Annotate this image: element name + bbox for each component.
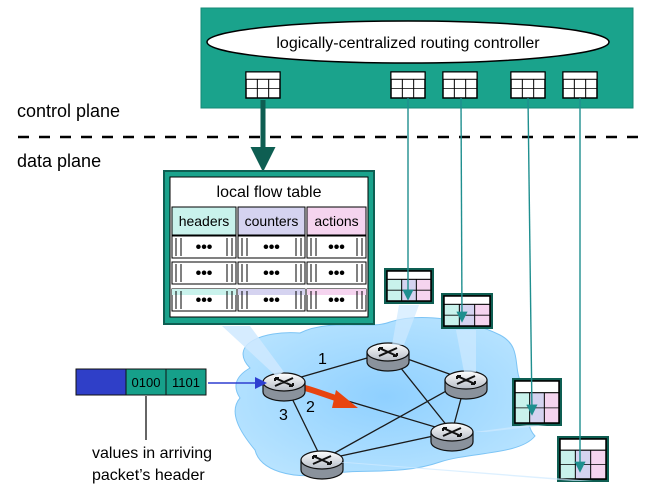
router-icon bbox=[444, 370, 488, 400]
controller-label: logically-centralized routing controller bbox=[276, 35, 540, 52]
router-icon bbox=[300, 450, 344, 480]
svg-text:•••: ••• bbox=[328, 265, 345, 282]
flow-table-cell: ••• bbox=[171, 261, 237, 285]
table-icon bbox=[514, 380, 560, 424]
packet-caption-line-1: values in arriving bbox=[92, 445, 212, 462]
arriving-packet: 0100 1101 bbox=[75, 368, 207, 396]
flow-table-cell: ••• bbox=[237, 235, 306, 259]
switch-flow-table-2 bbox=[441, 293, 493, 329]
switch-flow-table-3 bbox=[512, 378, 562, 426]
port-label-2: 2 bbox=[306, 399, 315, 416]
packet-header-block bbox=[75, 368, 127, 396]
controller-table-icon-4 bbox=[510, 71, 546, 99]
svg-text:•••: ••• bbox=[328, 239, 345, 256]
flow-table-column-counters bbox=[237, 206, 306, 236]
controller-ellipse bbox=[206, 20, 610, 64]
flow-table-header-headers: headers bbox=[179, 213, 230, 229]
svg-text:•••: ••• bbox=[196, 265, 213, 282]
table-icon bbox=[443, 295, 491, 327]
switch-table-beam-4 bbox=[334, 462, 593, 481]
switch-table-beam-2 bbox=[456, 330, 476, 372]
packet-field-1-value: 0100 bbox=[132, 375, 161, 390]
packet-field-2 bbox=[165, 368, 207, 396]
svg-text:•••: ••• bbox=[263, 265, 280, 282]
flow-table-cell: ••• bbox=[306, 235, 367, 259]
table-icon bbox=[559, 438, 607, 480]
flow-table-column-headers bbox=[171, 206, 237, 236]
switch-table-beam-3 bbox=[474, 425, 547, 432]
router-icon bbox=[262, 372, 306, 402]
control-plane-label: control plane bbox=[17, 101, 120, 121]
router-icon bbox=[366, 342, 410, 372]
svg-text:•••: ••• bbox=[328, 292, 345, 309]
port-label-1: 1 bbox=[318, 351, 327, 368]
packet-field-2-value: 1101 bbox=[172, 375, 200, 390]
flow-table-title: local flow table bbox=[217, 184, 322, 201]
controller-to-switch-arrow-3 bbox=[526, 97, 538, 416]
packet-flow-arrowhead bbox=[332, 390, 358, 408]
packet-field-1 bbox=[125, 368, 167, 396]
svg-text:•••: ••• bbox=[263, 292, 280, 309]
table-highlight-beam bbox=[222, 326, 284, 376]
router-icon bbox=[430, 422, 474, 452]
data-plane-label: data plane bbox=[17, 151, 101, 171]
switch-flow-table-1 bbox=[384, 268, 434, 304]
controller-table-icon-2 bbox=[390, 71, 426, 99]
switch-table-beam-1 bbox=[392, 305, 419, 345]
svg-text:•••: ••• bbox=[196, 239, 213, 256]
port-label-3: 3 bbox=[279, 407, 288, 424]
controller-table-icon-3 bbox=[442, 71, 478, 99]
flow-table-column-actions bbox=[306, 206, 367, 236]
flow-table-cell: ••• bbox=[171, 235, 237, 259]
flow-table-cell: ••• bbox=[171, 288, 237, 312]
table-icon bbox=[386, 270, 432, 302]
flow-table-header-counters: counters bbox=[245, 213, 299, 229]
svg-text:•••: ••• bbox=[196, 292, 213, 309]
controller-table-icon-1 bbox=[245, 71, 281, 99]
switch-flow-table-4 bbox=[557, 436, 609, 482]
packet-caption-line-2: packet’s header bbox=[92, 467, 205, 484]
flow-table-cell: ••• bbox=[237, 261, 306, 285]
flow-table-header-actions: actions bbox=[314, 213, 358, 229]
svg-text:•••: ••• bbox=[263, 239, 280, 256]
flow-table-cell: ••• bbox=[306, 288, 367, 312]
controller-table-icon-5 bbox=[562, 71, 598, 99]
controller-to-switch-arrow-2 bbox=[456, 97, 468, 323]
flow-table-cell: ••• bbox=[306, 261, 367, 285]
flow-table-cell: ••• bbox=[237, 288, 306, 312]
